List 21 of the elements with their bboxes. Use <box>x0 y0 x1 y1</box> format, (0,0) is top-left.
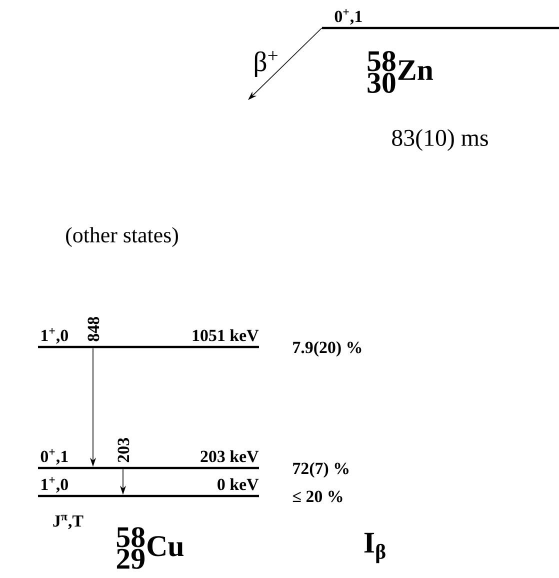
node-label: 0 keV <box>218 478 259 490</box>
node-label: 0$^{+}$,1 <box>334 9 362 25</box>
intensity-label: 72(7) % <box>293 462 348 478</box>
energy-level: 1$^{+}$,0 0 keV <box>38 477 259 498</box>
node-label: 1$^{+}$,0 <box>42 328 68 344</box>
energy-level: 0$^{+}$,1 <box>322 9 559 30</box>
edge-label: 203 <box>118 438 130 462</box>
note-label: (other states) <box>66 227 178 247</box>
axis-label: J$^{π}$,T <box>53 514 84 530</box>
edge-label: β$^{+}$ <box>254 51 278 77</box>
nuclide-label: ${}^{\textbf{58}}_{\textbf{30}}\textbf{Zn}$ <box>368 51 434 93</box>
intensity-label: ≤ 20 % <box>292 490 342 502</box>
node-label: 1051 keV <box>192 329 259 342</box>
axis-label: I$_{β}$ <box>364 532 386 564</box>
node-label: 0$^{+}$,1 <box>40 449 68 465</box>
node-label: 203 keV <box>200 450 259 462</box>
nuclide-label: ${}^{\textbf{58}}_{\textbf{29}}\textbf{Cu}$ <box>116 527 184 569</box>
edge-label: 848 <box>88 316 100 342</box>
node-label: 1$^{+}$,0 <box>42 477 68 493</box>
intensity-label: 7.9(20) % <box>293 341 362 357</box>
half-life-label: 83(10) ms <box>392 129 488 151</box>
